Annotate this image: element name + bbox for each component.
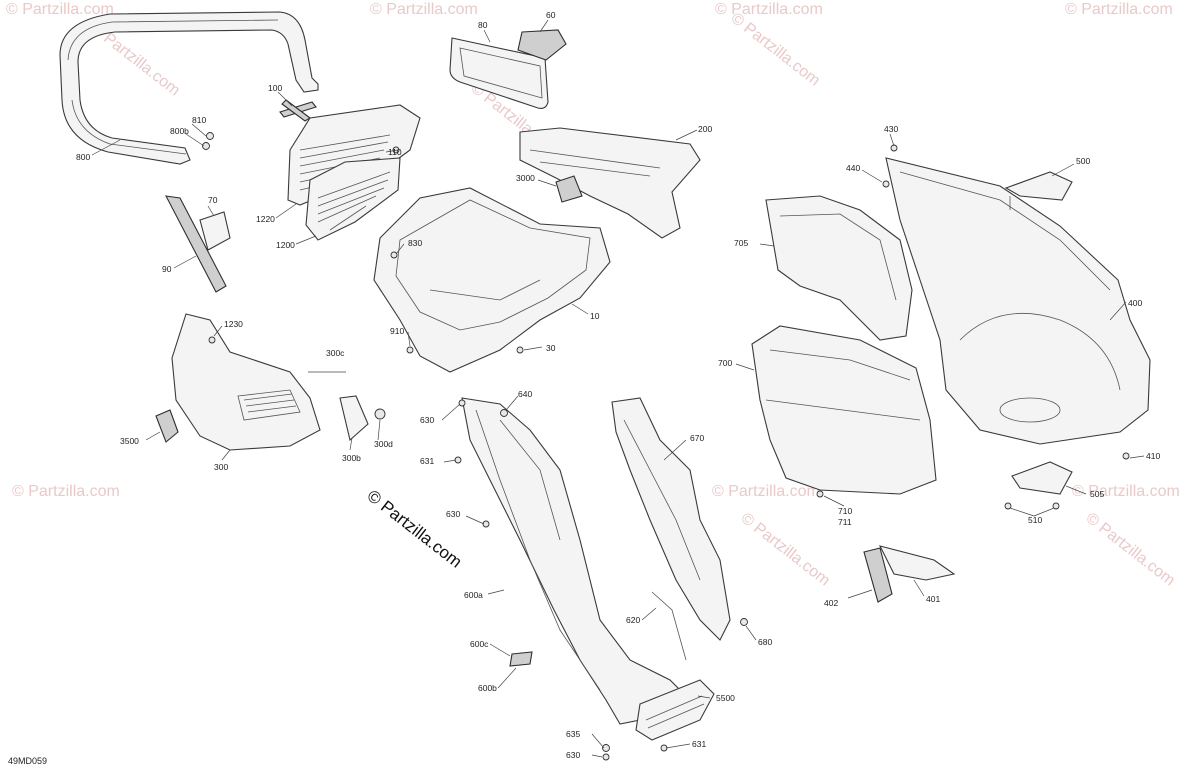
watermark: © Partzilla.com [1072, 483, 1180, 500]
callout-1230: 1230 [224, 319, 243, 329]
part-5500-grille [635, 679, 715, 741]
leader-lines [91, 19, 1145, 758]
callout-680: 680 [758, 637, 772, 647]
callout-705: 705 [734, 238, 748, 248]
callout-401: 401 [926, 594, 940, 604]
part-500 [1004, 171, 1073, 201]
part-401 [878, 545, 956, 581]
part-670-panel [611, 397, 731, 641]
callout-620: 620 [626, 615, 640, 625]
callout-labels: 800 810 800b 100 110 1220 1200 70 90 80 … [76, 10, 1160, 760]
callout-630: 630 [446, 509, 460, 519]
part-3500 [155, 409, 179, 443]
callout-810: 810 [192, 115, 206, 125]
watermark: © Partzilla.com [12, 483, 120, 500]
callout-800: 800 [76, 152, 90, 162]
callout-100: 100 [268, 83, 282, 93]
part-600b [509, 651, 533, 667]
callout-631: 631 [692, 739, 706, 749]
callout-800b: 800b [170, 126, 189, 136]
callout-30: 30 [546, 343, 556, 353]
callout-402: 402 [824, 598, 838, 608]
part-705-panel [765, 195, 913, 341]
part-700-panel [751, 325, 937, 495]
callout-635: 635 [566, 729, 580, 739]
callout-640: 640 [518, 389, 532, 399]
callout-670: 670 [690, 433, 704, 443]
callout-400: 400 [1128, 298, 1142, 308]
callout-510: 510 [1028, 515, 1042, 525]
watermark: © Partzilla.com [370, 1, 478, 18]
callout-3000: 3000 [516, 173, 535, 183]
watermark: © Partzilla.com [715, 1, 823, 18]
callout-600b: 600b [478, 683, 497, 693]
part-300-panel [171, 313, 321, 451]
callout-711: 711 [838, 517, 852, 527]
part-300b [339, 395, 369, 442]
part-620-strip [651, 591, 687, 661]
part-300d [374, 408, 386, 420]
callout-700: 700 [718, 358, 732, 368]
callout-600a: 600a [464, 590, 483, 600]
part-505 [1011, 461, 1073, 495]
part-400-pan [885, 157, 1151, 445]
callout-5500: 5500 [716, 693, 735, 703]
fastener-group [202, 132, 1130, 761]
part-3000-clip [555, 175, 583, 203]
callout-440: 440 [846, 163, 860, 173]
part-800-handle [59, 11, 319, 165]
part-70 [199, 211, 231, 251]
callout-110: 110 [388, 147, 402, 157]
callout-300b: 300b [342, 453, 361, 463]
callout-830: 830 [408, 238, 422, 248]
callout-410: 410 [1146, 451, 1160, 461]
part-60-cover [517, 29, 567, 61]
watermark: © Partzilla.com [1083, 510, 1178, 590]
watermark: © Partzilla.com [1065, 1, 1173, 18]
callout-1200: 1200 [276, 240, 295, 250]
callout-200: 200 [698, 124, 712, 134]
callout-631: 631 [420, 456, 434, 466]
callout-70: 70 [208, 195, 218, 205]
part-402 [863, 547, 893, 603]
part-10-tub [373, 187, 611, 373]
callout-430: 430 [884, 124, 898, 134]
callout-300c: 300c [326, 348, 345, 358]
part-1200-grille [305, 157, 401, 241]
watermark: © Partzilla.com [738, 510, 833, 590]
callout-60: 60 [546, 10, 556, 20]
part-80-panel [449, 37, 549, 109]
callout-300: 300 [214, 462, 228, 472]
part-90-strip [165, 195, 227, 293]
callout-630: 630 [420, 415, 434, 425]
watermark: © Partzilla.com [712, 483, 820, 500]
callout-1220: 1220 [256, 214, 275, 224]
callout-505: 505 [1090, 489, 1104, 499]
callout-300d: 300d [374, 439, 393, 449]
part-200-bracket [519, 127, 701, 239]
diagram-code: 49MD059 [8, 756, 47, 766]
callout-630: 630 [566, 750, 580, 760]
callout-600c: 600c [470, 639, 489, 649]
callout-80: 80 [478, 20, 488, 30]
callout-10: 10 [590, 311, 600, 321]
watermark: © Partzilla.com [6, 1, 114, 18]
watermark: © Partzilla.com [728, 10, 823, 90]
callout-3500: 3500 [120, 436, 139, 446]
callout-710: 710 [838, 506, 852, 516]
part-100-clip [279, 99, 317, 122]
callout-910: 910 [390, 326, 404, 336]
callout-500: 500 [1076, 156, 1090, 166]
watermark-main: © Partzilla.com [364, 486, 466, 572]
callout-90: 90 [162, 264, 172, 274]
